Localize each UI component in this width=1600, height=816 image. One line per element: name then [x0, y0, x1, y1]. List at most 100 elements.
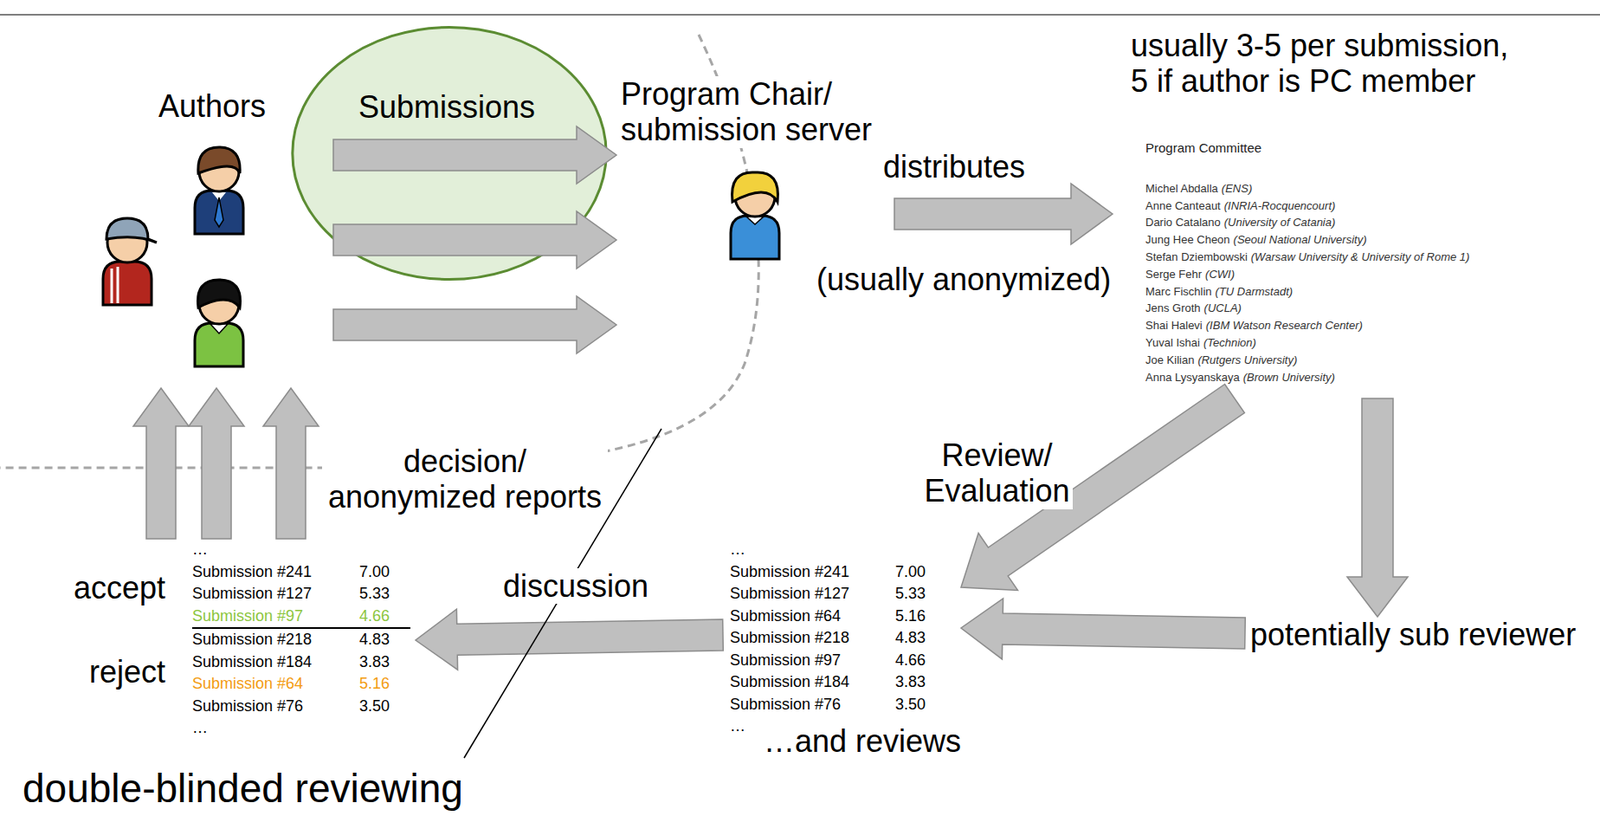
score-table: …Submission #2417.00Submission #1275.33S…	[722, 538, 962, 738]
block-arrow	[333, 296, 617, 354]
score-cell: 3.83	[359, 651, 411, 674]
table-cell: Submission #76	[192, 695, 360, 718]
reviewer-node: potentially sub reviewer	[1245, 616, 1581, 652]
member-name: Anna Lysyanskaya	[1145, 370, 1240, 384]
edge-label: distributes	[883, 148, 1026, 185]
block-arrow	[1347, 398, 1408, 617]
block-arrow	[263, 387, 319, 539]
ellipsis-row: …	[192, 538, 411, 562]
caption-text: double-blinded reviewing	[22, 765, 464, 812]
member-affiliation: (CWI)	[1205, 267, 1235, 281]
score-cell: 7.00	[359, 561, 411, 584]
table-cell: Submission #64	[192, 672, 360, 696]
score-cell: 5.33	[359, 582, 411, 606]
member-affiliation: (IBM Watson Research Center)	[1206, 318, 1363, 332]
block-arrow	[415, 608, 723, 670]
table-cell: Submission #218	[192, 628, 360, 652]
table-cell: Submission #184	[192, 651, 360, 674]
member-line: Jens Groth(UCLA)	[1145, 299, 1489, 317]
chair-icon	[730, 172, 780, 259]
ellipsis-row: …	[192, 716, 411, 740]
table-cell: Submission #127	[192, 582, 360, 606]
table-cell: Submission #76	[729, 693, 896, 717]
node-text: Submissions	[290, 89, 603, 125]
circle-outline	[290, 25, 608, 281]
table-grid: …Submission #2417.00Submission #1275.33S…	[192, 538, 411, 740]
list-heading: Program Committee	[1145, 139, 1489, 157]
table-cell: Submission #127	[729, 582, 896, 606]
author-icon	[194, 279, 244, 367]
member-name: Jens Groth	[1145, 301, 1201, 315]
member-name: Marc Fischlin	[1145, 284, 1213, 298]
table-cell: Submission #241	[192, 561, 360, 584]
ellipsis-row: …	[729, 538, 956, 562]
member-name: Shai Halevi	[1145, 318, 1203, 332]
member-affiliation: (Seoul National University)	[1233, 232, 1368, 246]
highlight-circle: Submissions	[290, 25, 608, 281]
member-line: Marc Fischlin(TU Darmstadt)	[1145, 283, 1489, 301]
member-name: Serge Fehr	[1145, 267, 1202, 281]
member-line: Joe Kilian(Rutgers University)	[1145, 351, 1489, 369]
score-cell: 5.16	[895, 605, 956, 628]
member-affiliation: (INRIA-Rocquencourt)	[1224, 199, 1336, 213]
table-cell: Submission #241	[729, 561, 896, 584]
actor-group: Authors	[82, 86, 334, 388]
member-name: Yuval Ishai	[1145, 335, 1200, 349]
score-cell: 4.83	[359, 628, 411, 652]
member-line: Anne Canteaut(INRIA-Rocquencourt)	[1145, 197, 1489, 215]
block-arrow	[894, 183, 1113, 245]
member-line: Serge Fehr(CWI)	[1145, 265, 1489, 284]
table-cell: Submission #184	[729, 670, 896, 694]
top-rule	[0, 13, 1600, 16]
note-text: (usually anonymized)	[816, 261, 1111, 297]
member-affiliation: (UCLA)	[1204, 301, 1242, 315]
table-grid: …Submission #2417.00Submission #1275.33S…	[729, 538, 956, 738]
member-name: Dario Catalano	[1145, 215, 1221, 229]
member-affiliation: (Rutgers University)	[1197, 353, 1297, 367]
member-line: Shai Halevi(IBM Watson Research Center)	[1145, 316, 1489, 335]
member-line: Jung Hee Cheon(Seoul National University…	[1145, 231, 1489, 249]
member-name: Anne Canteaut	[1145, 199, 1221, 213]
node-text: Program Chair/ submission server	[620, 76, 890, 149]
decision-label: reject	[89, 653, 166, 690]
author-icon	[194, 147, 244, 234]
score-cell: 4.66	[359, 605, 411, 630]
flow-label: …and reviews	[763, 722, 962, 759]
member-affiliation: (Warsaw University & University of Rome …	[1251, 250, 1471, 264]
score-cell: 5.16	[359, 672, 411, 696]
score-cell: 3.50	[895, 693, 956, 717]
member-name: Joe Kilian	[1145, 353, 1194, 367]
note-text: usually 3-5 per submission, 5 if author …	[1130, 27, 1521, 100]
score-cell: 3.83	[895, 670, 956, 694]
node-text: potentially sub reviewer	[1250, 616, 1576, 652]
member-line: Anna Lysyanskaya(Brown University)	[1145, 368, 1489, 387]
flow-label: decision/ anonymized reports	[322, 443, 608, 516]
decision-table: …Submission #2417.00Submission #1275.33S…	[129, 538, 416, 740]
table-cell: Submission #97	[192, 605, 360, 630]
block-arrow	[961, 598, 1246, 659]
decision-label: accept	[73, 569, 166, 606]
member-line: Dario Catalano(University of Catania)	[1145, 213, 1489, 232]
table-cell: Submission #218	[729, 626, 896, 650]
member-line: Michel Abdalla(ENS)	[1145, 180, 1489, 198]
member-affiliation: (Technion)	[1203, 335, 1257, 349]
member-line: Yuval Ishai(Technion)	[1145, 334, 1489, 352]
member-name: Michel Abdalla	[1145, 181, 1219, 195]
table-cell: Submission #64	[729, 605, 896, 628]
member-affiliation: (University of Catania)	[1224, 215, 1336, 229]
committee-list: Program CommitteeMichel Abdalla(ENS)Anne…	[1112, 134, 1494, 399]
member-name: Stefan Dziembowski	[1145, 250, 1248, 264]
block-arrow	[133, 387, 189, 539]
author-icon	[103, 218, 157, 305]
member-name: Jung Hee Cheon	[1145, 232, 1231, 246]
member-affiliation: (TU Darmstadt)	[1215, 284, 1294, 298]
member-affiliation: (ENS)	[1221, 181, 1252, 195]
block-arrow	[188, 387, 245, 539]
edge-label: discussion	[503, 567, 649, 604]
member-line: Stefan Dziembowski(Warsaw University & U…	[1145, 248, 1489, 266]
score-cell: 7.00	[895, 561, 956, 584]
table-cell: Submission #97	[729, 649, 896, 672]
node-text: Authors	[158, 88, 329, 124]
score-cell: 3.50	[359, 695, 411, 718]
score-cell: 4.66	[895, 649, 956, 672]
